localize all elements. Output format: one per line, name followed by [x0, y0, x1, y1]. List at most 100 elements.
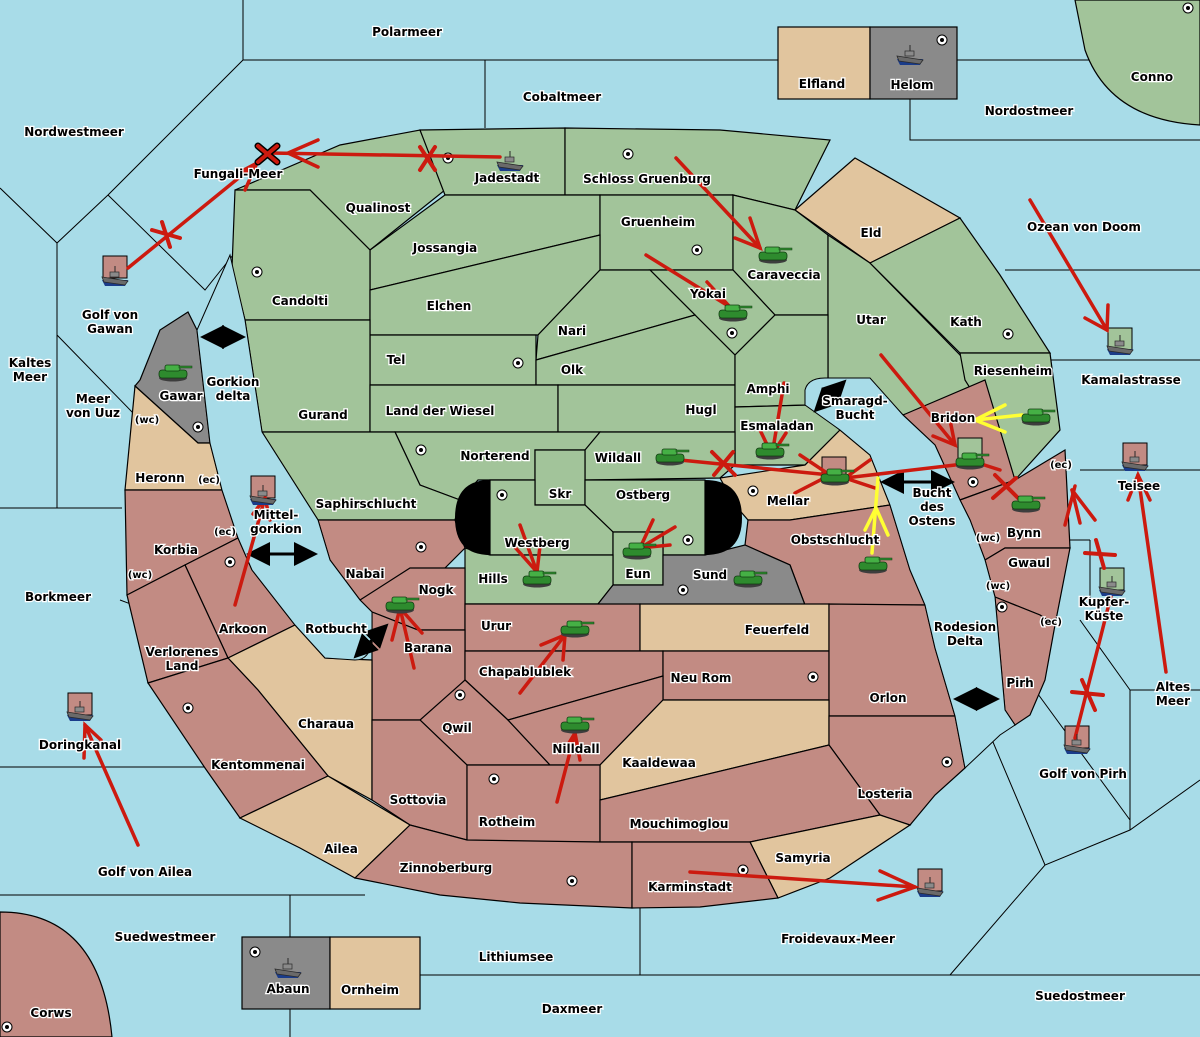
- province-gruenheim[interactable]: [599, 194, 734, 271]
- label-mittel-gorkion: Mittel-gorkion: [250, 508, 302, 536]
- label-schloss-gruenburg: Schloss Gruenburg: [583, 172, 711, 186]
- label-kentommenai: Kentommenai: [211, 758, 305, 772]
- coast-label: (wc): [135, 415, 159, 426]
- label-ailea: Ailea: [324, 842, 358, 856]
- coast-label: (ec): [1040, 617, 1062, 628]
- label-polarmeer: Polarmeer: [372, 25, 442, 39]
- label-korbia: Korbia: [154, 543, 198, 557]
- label-ozean-von-doom: Ozean von Doom: [1027, 220, 1141, 234]
- label-mellar: Mellar: [767, 494, 809, 508]
- label-borkmeer: Borkmeer: [25, 590, 91, 604]
- label-nordostmeer: Nordostmeer: [985, 104, 1074, 118]
- label-cobaltmeer: Cobaltmeer: [523, 90, 601, 104]
- label-conno: Conno: [1131, 70, 1173, 84]
- sea-smaragd-bucht[interactable]: [804, 377, 1016, 769]
- label-losteria: Losteria: [857, 787, 912, 801]
- label-samyria: Samyria: [775, 851, 830, 865]
- label-obstschlucht: Obstschlucht: [791, 533, 880, 547]
- label-kupfer-kueste: Kupfer-Küste: [1079, 595, 1129, 623]
- coast-label: (wc): [976, 533, 1000, 544]
- label-eld: Eld: [861, 226, 882, 240]
- label-froidevaux-meer: Froidevaux-Meer: [781, 932, 895, 946]
- province-corws[interactable]: [0, 911, 113, 1037]
- label-tel: Tel: [387, 353, 406, 367]
- label-yokai: Yokai: [689, 287, 726, 301]
- label-sottovia: Sottovia: [390, 793, 447, 807]
- label-golf-von-pirh: Golf von Pirh: [1039, 767, 1127, 781]
- coast-label: (wc): [128, 570, 152, 581]
- label-hills: Hills: [478, 572, 508, 586]
- label-gruenheim: Gruenheim: [621, 215, 695, 229]
- impassable-west: [455, 480, 490, 555]
- label-land-der-wiesel: Land der Wiesel: [386, 404, 495, 418]
- province-labels: PolarmeerCobaltmeerNordwestmeerNordostme…: [7, 24, 1191, 1022]
- label-neu-rom: Neu Rom: [671, 671, 732, 685]
- label-corws: Corws: [30, 1006, 71, 1020]
- label-qualinost: Qualinost: [346, 201, 411, 215]
- label-nari: Nari: [558, 324, 586, 338]
- label-hugl: Hugl: [685, 403, 716, 417]
- province-elfland[interactable]: [777, 26, 871, 100]
- label-amphi: Amphi: [746, 382, 789, 396]
- label-helom: Helom: [890, 78, 933, 92]
- label-smaragd-bucht: Smaragd-Bucht: [822, 394, 887, 422]
- label-elfland: Elfland: [799, 77, 845, 91]
- label-barana: Barana: [404, 641, 452, 655]
- label-arkoon: Arkoon: [219, 622, 267, 636]
- dislodge-mark: [254, 142, 281, 166]
- label-urur: Urur: [481, 619, 511, 633]
- province-karminstadt[interactable]: [631, 841, 779, 909]
- move-orders: [82, 138, 1168, 902]
- label-doringkanal: Doringkanal: [39, 738, 121, 752]
- label-feuerfeld: Feuerfeld: [745, 623, 810, 637]
- impassable-east: [705, 480, 742, 555]
- label-fungali-meer: Fungali-Meer: [194, 167, 283, 181]
- label-daxmeer: Daxmeer: [542, 1002, 603, 1016]
- label-westberg: Westberg: [504, 536, 569, 550]
- label-golf-von-ailea: Golf von Ailea: [98, 865, 192, 879]
- label-gawar: Gawar: [159, 389, 202, 403]
- label-abaun: Abaun: [266, 982, 309, 996]
- coast-label: (ec): [214, 527, 236, 538]
- label-pirh: Pirh: [1006, 676, 1033, 690]
- province-ornheim[interactable]: [329, 936, 421, 1010]
- label-teisee: Teisee: [1118, 479, 1160, 493]
- label-mouchimoglou: Mouchimoglou: [630, 817, 729, 831]
- label-rotheim: Rotheim: [479, 815, 536, 829]
- label-skr: Skr: [549, 487, 572, 501]
- province-rotheim[interactable]: [466, 764, 601, 843]
- label-elchen: Elchen: [427, 299, 472, 313]
- label-charaua: Charaua: [298, 717, 354, 731]
- label-lithiumsee: Lithiumsee: [479, 950, 554, 964]
- label-chapablublek: Chapablublek: [479, 665, 572, 679]
- label-nabai: Nabai: [346, 567, 385, 581]
- label-ostberg: Ostberg: [616, 488, 670, 502]
- label-kath: Kath: [950, 315, 982, 329]
- label-norterend: Norterend: [460, 449, 529, 463]
- label-gurand: Gurand: [298, 408, 348, 422]
- convoy-arrows: [200, 325, 1000, 711]
- label-bridon: Bridon: [931, 411, 976, 425]
- label-jadestadt: Jadestadt: [474, 171, 540, 185]
- label-orlon: Orlon: [869, 691, 906, 705]
- label-heronn: Heronn: [135, 471, 184, 485]
- label-candolti: Candolti: [272, 294, 328, 308]
- label-suedostmeer: Suedostmeer: [1035, 989, 1125, 1003]
- coast-label: (wc): [986, 581, 1010, 592]
- label-esmaladan: Esmaladan: [740, 419, 813, 433]
- label-sund: Sund: [693, 568, 727, 582]
- support-orders: [863, 403, 1024, 555]
- label-kaaldewaa: Kaaldewaa: [622, 756, 696, 770]
- label-nogk: Nogk: [419, 583, 455, 597]
- label-eun: Eun: [625, 567, 650, 581]
- province-kath[interactable]: [868, 217, 1052, 354]
